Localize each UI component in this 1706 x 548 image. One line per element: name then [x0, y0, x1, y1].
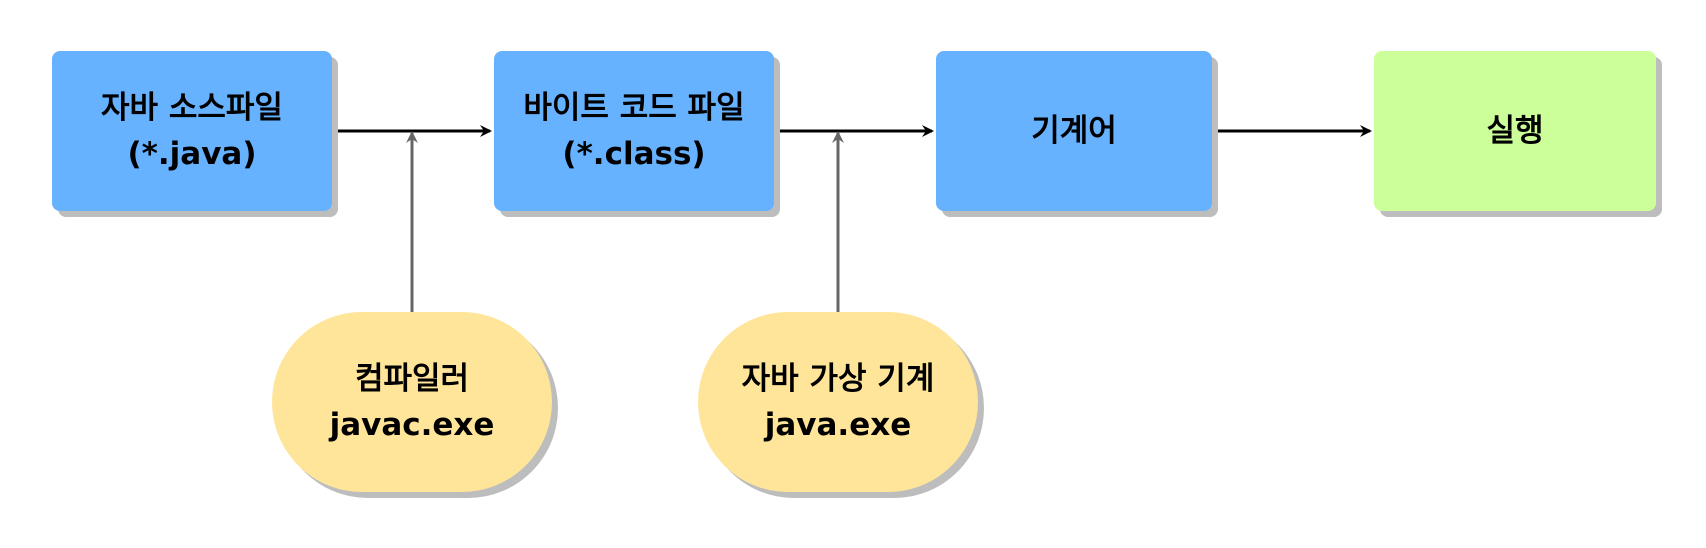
machine-code-title: 기계어 — [1031, 113, 1117, 149]
compiler-node: 컴파일러 javac.exe — [272, 312, 552, 492]
compiler-executable: javac.exe — [329, 407, 495, 443]
bytecode-file-extension: (*.class) — [562, 136, 706, 172]
bytecode-file-node: 바이트 코드 파일 (*.class) — [494, 51, 774, 211]
bytecode-file-title: 바이트 코드 파일 — [523, 90, 745, 126]
execution-node: 실행 — [1374, 51, 1656, 211]
source-file-node: 자바 소스파일 (*.java) — [52, 51, 332, 211]
execution-title: 실행 — [1486, 113, 1544, 149]
jvm-executable: java.exe — [764, 407, 912, 443]
jvm-title: 자바 가상 기계 — [741, 361, 935, 397]
compiler-title: 컴파일러 — [354, 361, 470, 397]
source-file-extension: (*.java) — [127, 136, 257, 172]
machine-code-node: 기계어 — [936, 51, 1212, 211]
source-file-title: 자바 소스파일 — [101, 90, 283, 126]
jvm-node: 자바 가상 기계 java.exe — [698, 312, 978, 492]
